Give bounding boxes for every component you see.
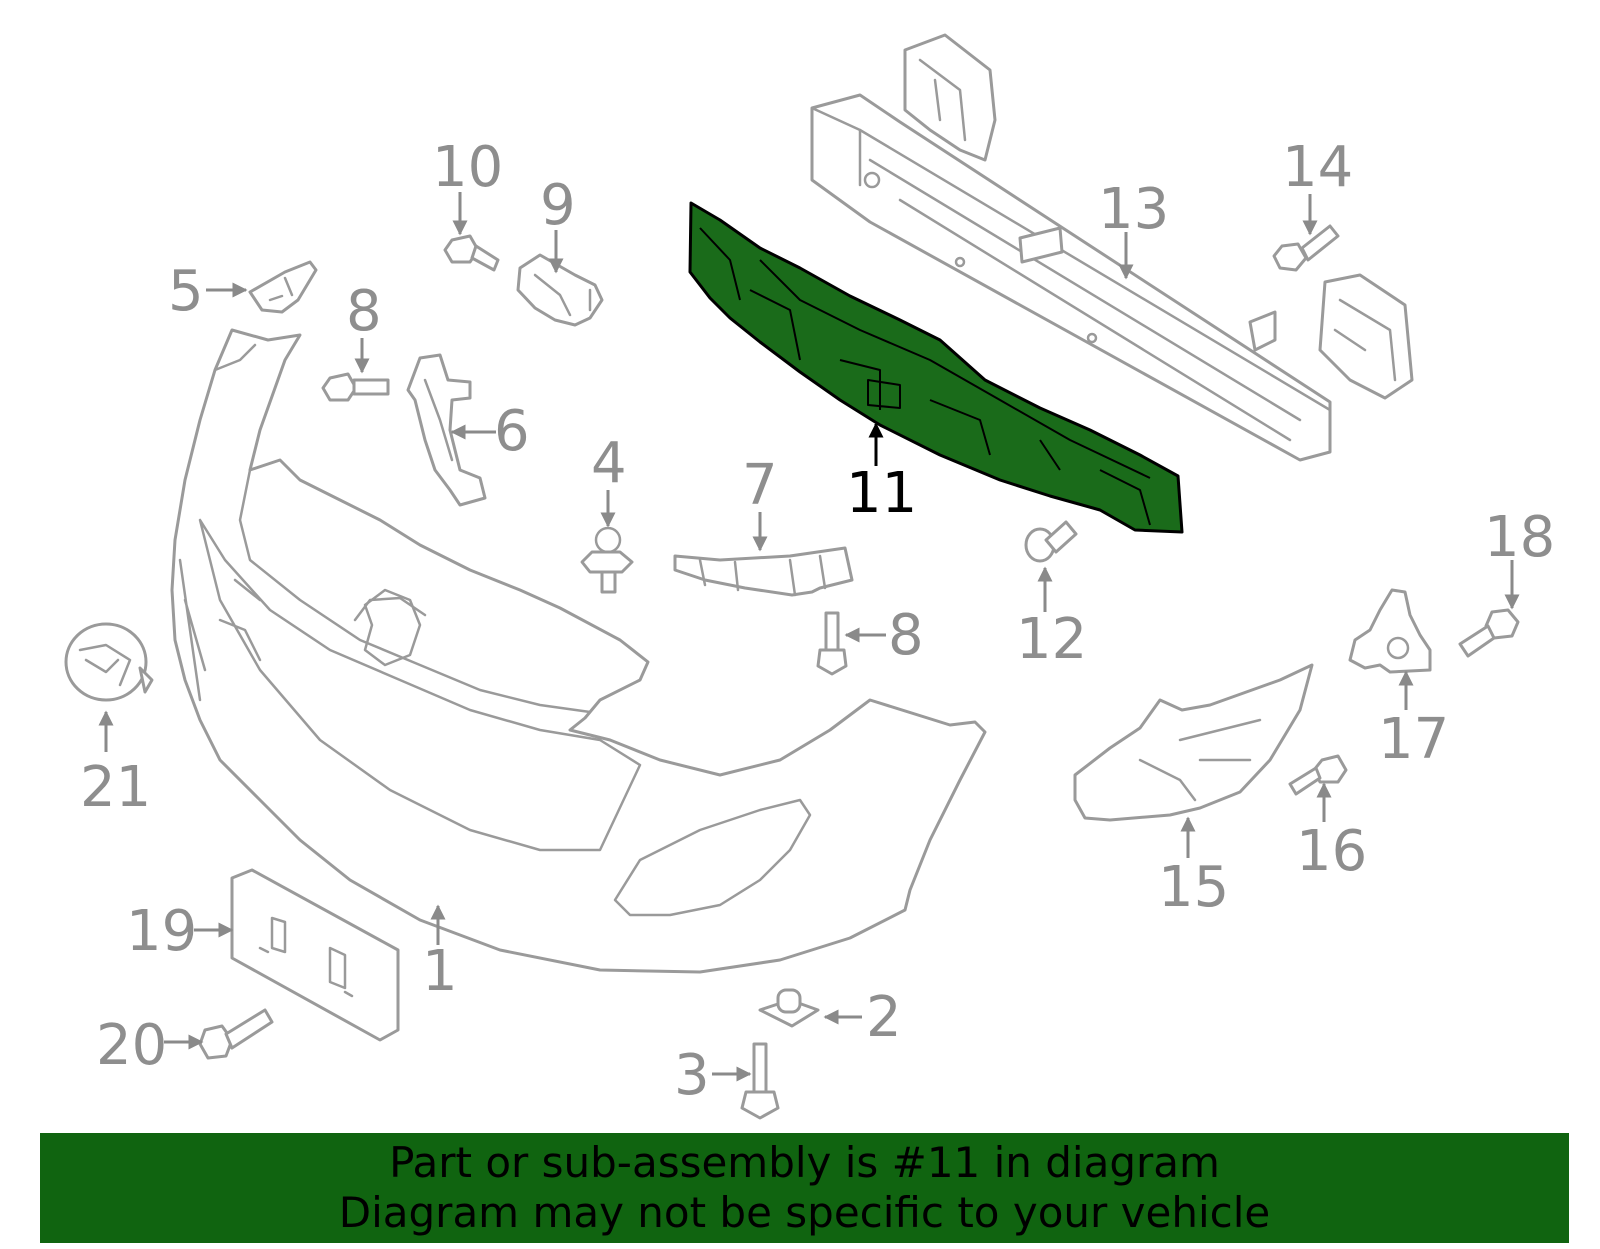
- callout-9: 9: [540, 173, 576, 238]
- callout-2: 2: [866, 985, 902, 1050]
- callout-labels: 1 2 3 4 5 6 7 8 8 9 10 11 12 13 14 15 16…: [80, 135, 1555, 1108]
- clip-part-4: [580, 526, 634, 594]
- bolt-part-14: [1272, 224, 1340, 272]
- callout-1: 1: [422, 939, 458, 1004]
- energy-absorber-part-11[interactable]: [688, 201, 1184, 534]
- callout-17: 17: [1378, 707, 1449, 772]
- bolt-part-16: [1288, 754, 1348, 796]
- bracket-part-7: [673, 546, 854, 597]
- bracket-part-9: [516, 253, 604, 327]
- callout-15: 15: [1158, 855, 1229, 920]
- callout-12: 12: [1016, 607, 1087, 672]
- bolt-part-8-upper: [321, 372, 390, 402]
- callout-5: 5: [168, 259, 204, 324]
- bolt-part-8-lower: [816, 611, 848, 676]
- callout-20: 20: [96, 1013, 167, 1078]
- callout-7: 7: [742, 453, 778, 518]
- bolt-part-20: [198, 1008, 274, 1060]
- bracket-part-5: [248, 260, 318, 314]
- callout-11: 11: [846, 461, 917, 526]
- callout-13: 13: [1098, 177, 1169, 242]
- banner-line-disclaimer: Diagram may not be specific to your vehi…: [338, 1188, 1271, 1237]
- leader-arrows: [98, 192, 1520, 1082]
- callout-10: 10: [432, 135, 503, 200]
- push-pin-part-12: [1024, 520, 1078, 563]
- callout-16: 16: [1296, 819, 1367, 884]
- banner-line-part-number: Part or sub-assembly is #11 in diagram: [389, 1138, 1220, 1187]
- callout-18: 18: [1484, 505, 1555, 570]
- callout-8b: 8: [888, 603, 924, 668]
- bolt-part-18: [1458, 608, 1520, 658]
- part-info-banner: Part or sub-assembly is #11 in diagram D…: [40, 1133, 1569, 1243]
- callout-6: 6: [494, 399, 530, 464]
- bolt-part-10: [443, 234, 500, 272]
- callout-19: 19: [126, 899, 197, 964]
- callout-3: 3: [674, 1043, 710, 1108]
- bolt-part-3: [740, 1042, 780, 1120]
- clip-nut-part-2: [758, 988, 820, 1028]
- bracket-part-6: [406, 353, 487, 507]
- reinforcement-beam-part-13: [810, 33, 1414, 462]
- callout-8a: 8: [346, 279, 382, 344]
- bumper-cover-part-1: [170, 328, 987, 974]
- bracket-part-15: [1073, 663, 1314, 822]
- bracket-part-17: [1348, 588, 1432, 674]
- callout-14: 14: [1282, 135, 1353, 200]
- license-plate-bracket-part-19: [230, 868, 400, 1042]
- callout-21: 21: [80, 755, 151, 820]
- emblem-part-21: [64, 622, 154, 702]
- callout-4: 4: [591, 431, 627, 496]
